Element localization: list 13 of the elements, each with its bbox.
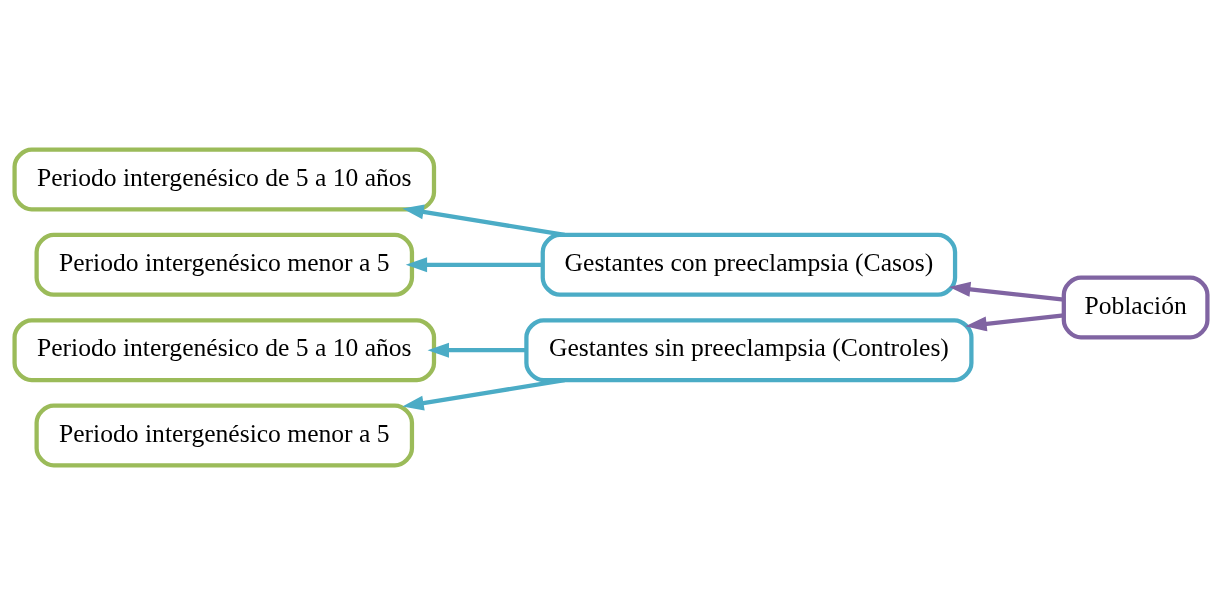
node-box: Periodo intergenésico de 5 a 10 años (12, 317, 437, 382)
node-box: Gestantes sin preeclampsia (Controles) (524, 317, 974, 382)
arrow (427, 342, 527, 358)
arrow (405, 256, 543, 272)
arrow (965, 312, 1065, 331)
node-box: Periodo intergenésico menor a 5 (34, 232, 415, 297)
node-box: Periodo intergenésico de 5 a 10 años (12, 147, 437, 212)
node-box: Población (1061, 275, 1210, 339)
node-box: Periodo intergenésico menor a 5 (34, 402, 415, 467)
node-box: Gestantes con preeclampsia (Casos) (540, 232, 958, 297)
arrow (402, 204, 565, 237)
arrow (949, 281, 1065, 302)
arrow (402, 377, 565, 410)
